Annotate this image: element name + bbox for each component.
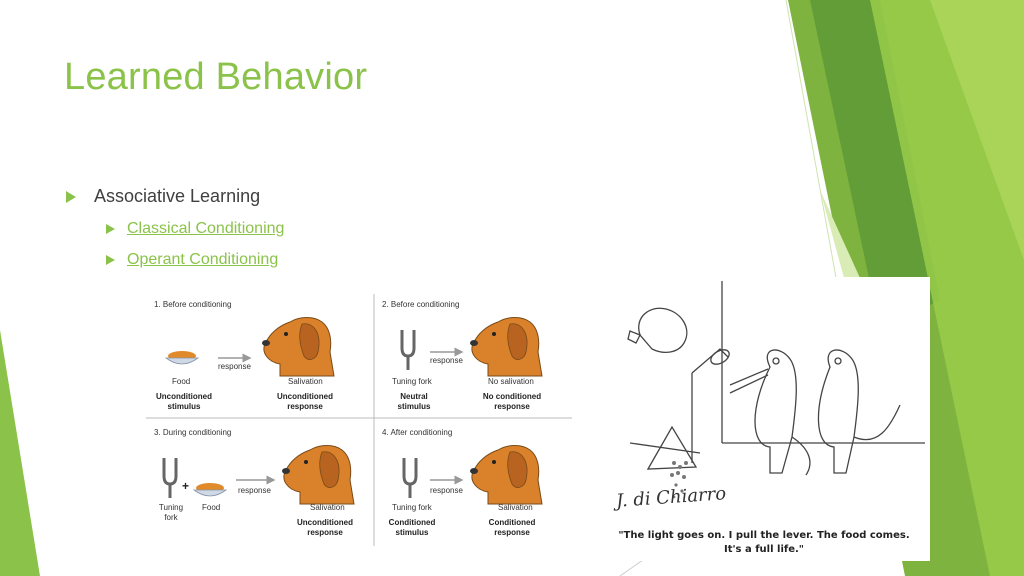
panel-2-arrow-label: response	[430, 356, 463, 365]
rat-cartoon-image: J. di Chiarro "The light goes on. I pull…	[600, 277, 930, 561]
panel-4-label: 4. After conditioning	[382, 428, 453, 437]
bullet-arrow-icon	[66, 190, 76, 203]
panel-3-arrow-label: response	[238, 486, 271, 495]
panel-3-label: 3. During conditioning	[154, 428, 232, 437]
operant-conditioning-link[interactable]: Operant Conditioning	[127, 251, 279, 268]
bullet-associative-learning: Associative Learning	[66, 186, 260, 207]
panel-2-right-caption: No salivation	[488, 377, 534, 386]
panel-1-left-caption: Food	[172, 377, 191, 386]
bullet-classical-conditioning[interactable]: Classical Conditioning	[106, 220, 284, 238]
panel-2-label: 2. Before conditioning	[382, 300, 460, 309]
bullet-operant-conditioning[interactable]: Operant Conditioning	[106, 251, 278, 269]
panel-3-food-caption: Food	[202, 503, 221, 512]
panel-4-right-caption: Salivation	[498, 503, 533, 512]
panel-4-left-caption: Tuning fork	[392, 503, 432, 512]
panel-2-left-caption: Tuning fork	[392, 377, 432, 386]
svg-text:+: +	[182, 479, 189, 493]
panel-4-arrow-label: response	[430, 486, 463, 495]
figure-graphics: +	[146, 294, 572, 546]
panel-1-arrow-label: response	[218, 362, 251, 371]
panel-1-right-caption: Salivation	[288, 377, 323, 386]
bullet-arrow-icon	[106, 224, 115, 234]
slide-title: Learned Behavior	[64, 56, 368, 98]
pavlov-conditioning-figure: + 1. Before conditioning response Food U…	[146, 294, 572, 546]
rat-cartoon-drawing	[627, 281, 925, 499]
cartoon-caption: "The light goes on. I pull the lever. Th…	[618, 530, 910, 555]
bullet-text: Associative Learning	[94, 186, 261, 206]
panel-3-left-caption: Tuning fork	[158, 503, 184, 522]
panel-3-right-caption: Salivation	[310, 503, 345, 512]
classical-conditioning-link[interactable]: Classical Conditioning	[127, 220, 285, 237]
panel-1-label: 1. Before conditioning	[154, 300, 232, 309]
bullet-arrow-icon	[106, 255, 115, 265]
